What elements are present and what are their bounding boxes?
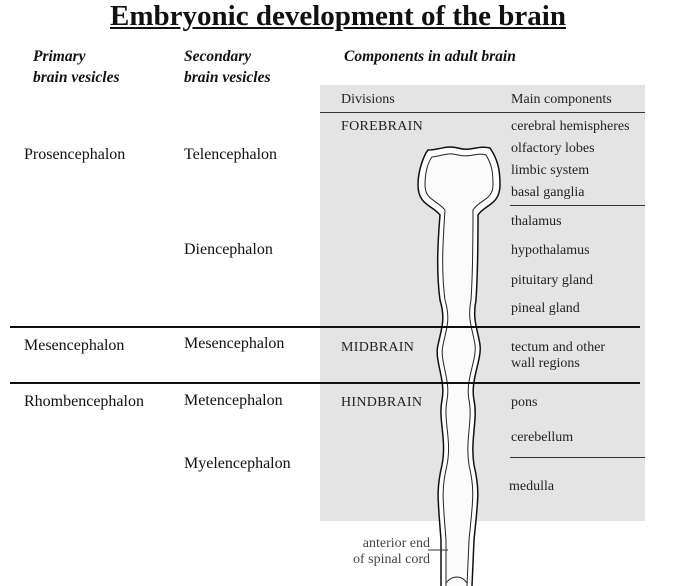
title: Embryonic development of the brain bbox=[110, 0, 566, 32]
component: wall regions bbox=[511, 356, 580, 371]
component: pituitary gland bbox=[511, 273, 594, 288]
primary-rhombencephalon: Rhombencephalon bbox=[24, 393, 144, 410]
primary-prosencephalon: Prosencephalon bbox=[24, 146, 126, 163]
component: pineal gland bbox=[511, 301, 580, 316]
component: limbic system bbox=[511, 163, 590, 178]
division-forebrain: FOREBRAIN bbox=[341, 119, 424, 134]
component: tectum and other bbox=[511, 340, 606, 355]
secondary-metencephalon: Metencephalon bbox=[184, 392, 283, 409]
component: basal ganglia bbox=[511, 185, 585, 200]
secondary-mesencephalon: Mesencephalon bbox=[184, 335, 285, 352]
secondary-myelencephalon: Myelencephalon bbox=[184, 455, 291, 472]
component-divider bbox=[510, 205, 645, 206]
header-primary-line2: brain vesicles bbox=[33, 69, 120, 86]
component: cerebral hemispheres bbox=[511, 119, 630, 134]
header-components: Components in adult brain bbox=[344, 48, 516, 65]
header-primary: Primary brain vesicles bbox=[33, 46, 120, 88]
component: olfactory lobes bbox=[511, 141, 595, 156]
header-secondary: Secondary brain vesicles bbox=[184, 46, 271, 88]
primary-mesencephalon: Mesencephalon bbox=[24, 337, 125, 354]
component: medulla bbox=[509, 479, 555, 494]
header-secondary-line2: brain vesicles bbox=[184, 69, 271, 86]
row-divider bbox=[10, 382, 640, 384]
header-divider bbox=[320, 112, 645, 113]
component: cerebellum bbox=[511, 430, 574, 445]
secondary-telencephalon: Telencephalon bbox=[184, 146, 278, 163]
col-components: Main components bbox=[511, 92, 612, 107]
spinal-cord-annotation: anterior end of spinal cord bbox=[346, 536, 430, 568]
secondary-diencephalon: Diencephalon bbox=[184, 241, 273, 258]
division-hindbrain: HINDBRAIN bbox=[341, 395, 423, 410]
header-primary-line1: Primary bbox=[33, 48, 86, 65]
annotation-line1: anterior end bbox=[362, 536, 430, 551]
division-midbrain: MIDBRAIN bbox=[341, 340, 415, 355]
component: pons bbox=[511, 395, 538, 410]
annotation-line2: of spinal cord bbox=[353, 552, 430, 567]
col-divisions: Divisions bbox=[341, 92, 395, 107]
component: hypothalamus bbox=[511, 243, 590, 258]
component-divider bbox=[510, 457, 645, 458]
component: thalamus bbox=[511, 214, 562, 229]
row-divider bbox=[10, 326, 640, 328]
header-secondary-line1: Secondary bbox=[184, 48, 252, 65]
